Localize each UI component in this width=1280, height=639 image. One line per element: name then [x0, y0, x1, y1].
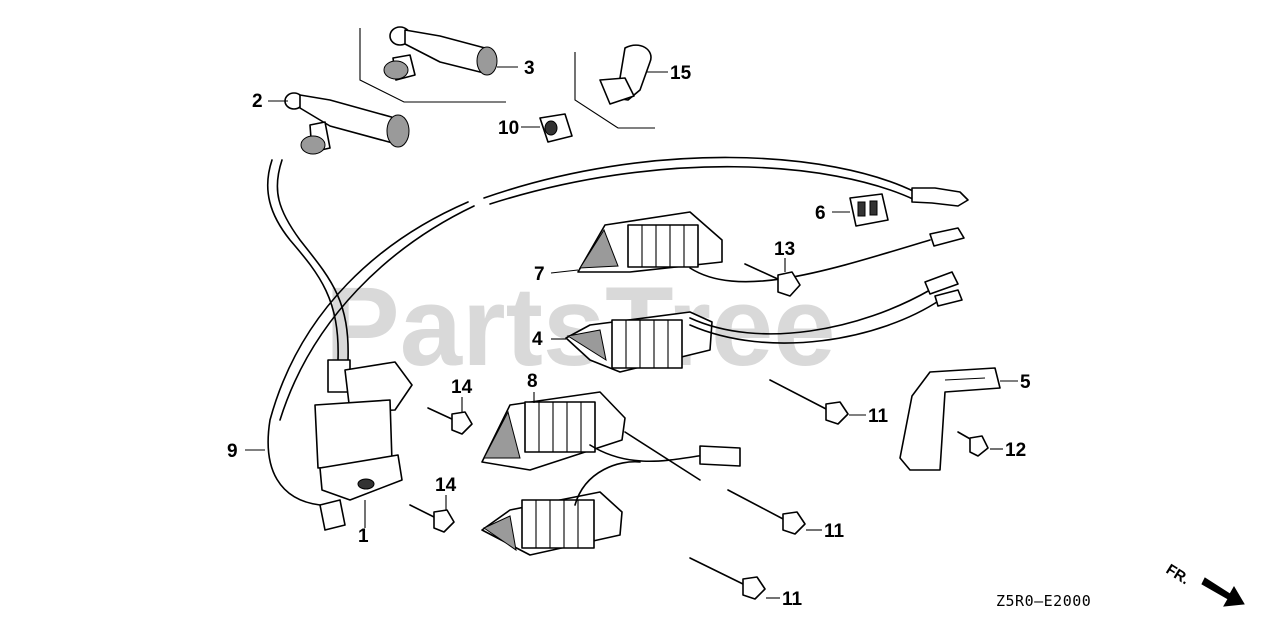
front-direction-indicator: FR. — [1163, 561, 1245, 607]
cord-terminal — [911, 187, 969, 207]
callout-8[interactable]: 8 — [527, 371, 538, 392]
callout-6[interactable]: 6 — [815, 203, 826, 224]
callout-15[interactable]: 15 — [670, 63, 692, 84]
direction-label: FR. — [1163, 561, 1193, 588]
ignition-coil-1[interactable] — [314, 359, 413, 531]
callouts: 1 2 3 4 5 6 7 8 9 10 11 11 11 12 13 14 1… — [227, 58, 1031, 610]
bolt-13[interactable] — [744, 263, 801, 297]
bolt-11-middle[interactable] — [727, 489, 806, 535]
callout-14-upper[interactable]: 14 — [451, 377, 473, 398]
diagram-code: Z5R0—E2000 — [996, 592, 1091, 610]
bracket-5[interactable] — [899, 367, 1001, 471]
charge-coil-8[interactable] — [481, 391, 741, 471]
bolt-14-upper[interactable] — [427, 407, 473, 435]
arrow-icon — [1201, 577, 1245, 607]
clamp-10[interactable] — [539, 113, 573, 143]
callout-3[interactable]: 3 — [524, 58, 535, 79]
callout-9[interactable]: 9 — [227, 441, 238, 462]
bolt-12[interactable] — [957, 431, 989, 457]
exciter-coil-4[interactable] — [565, 271, 963, 373]
callout-12[interactable]: 12 — [1005, 440, 1026, 461]
callout-11-lower[interactable]: 11 — [782, 589, 803, 610]
callout-14-lower[interactable]: 14 — [435, 475, 457, 496]
high-tension-cord[interactable] — [267, 156, 916, 506]
spark-plug-cap-2[interactable] — [284, 92, 410, 155]
callout-13[interactable]: 13 — [774, 239, 795, 260]
bolt-11-coil[interactable] — [624, 431, 701, 481]
charge-coil-7[interactable] — [577, 211, 965, 283]
callout-11-upper[interactable]: 11 — [868, 406, 889, 427]
bolt-11-lower[interactable] — [689, 557, 766, 600]
coil-lead — [266, 159, 349, 361]
callout-2[interactable]: 2 — [252, 91, 263, 112]
leader-lines — [245, 66, 1018, 599]
bolt-14-lower[interactable] — [409, 504, 455, 533]
cord-clip-15[interactable] — [574, 44, 655, 129]
callout-4[interactable]: 4 — [532, 329, 543, 350]
callout-10[interactable]: 10 — [498, 118, 519, 139]
callout-11-middle[interactable]: 11 — [824, 521, 845, 542]
bolt-11-upper[interactable] — [769, 379, 849, 425]
callout-1[interactable]: 1 — [358, 526, 369, 547]
connector-6[interactable] — [849, 193, 889, 227]
watermark: PartsTree — [325, 264, 836, 389]
spark-plug-cap-3[interactable] — [359, 26, 506, 103]
callout-5[interactable]: 5 — [1020, 372, 1031, 393]
callout-7[interactable]: 7 — [534, 264, 545, 285]
coil-lower[interactable] — [481, 460, 641, 556]
